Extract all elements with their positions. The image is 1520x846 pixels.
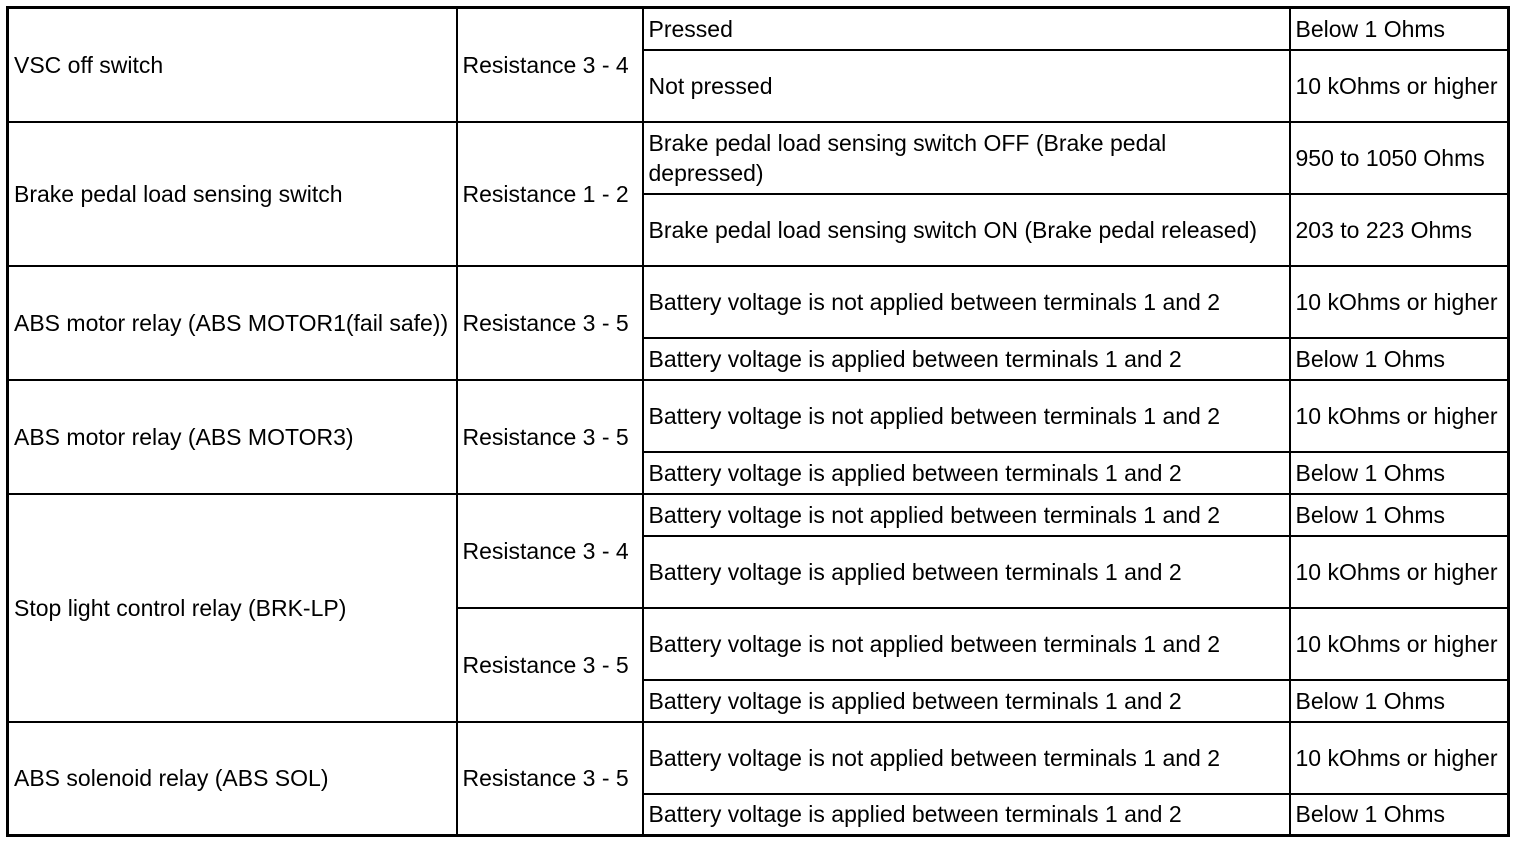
condition-cell: Battery voltage is not applied between t… [641, 378, 1291, 453]
table-row: ABS motor relay (ABS MOTOR3) Resistance … [6, 378, 1510, 495]
spec-cell: 10 kOhms or higher [1288, 48, 1510, 123]
terminal-cell: Resistance 3 - 5 [455, 720, 644, 837]
table-row: Battery voltage is applied between termi… [8, 450, 1510, 495]
spec-cell: 10 kOhms or higher [1288, 720, 1510, 795]
terminal-cell: Resistance 3 - 5 [455, 606, 644, 723]
condition-cell: Battery voltage is applied between termi… [641, 534, 1291, 609]
table-row: Battery voltage is applied between termi… [8, 336, 1510, 381]
spec-cell: Below 1 Ohms [1288, 678, 1510, 723]
spec-cell: Below 1 Ohms [1288, 6, 1510, 51]
condition-cell: Battery voltage is applied between termi… [641, 792, 1291, 837]
spec-cell: Below 1 Ohms [1288, 336, 1510, 381]
spec-cell: 203 to 223 Ohms [1288, 192, 1510, 267]
table-row: Battery voltage is applied between termi… [8, 792, 1510, 837]
condition-cell: Brake pedal load sensing switch ON (Brak… [641, 192, 1291, 267]
component-cell: Stop light control relay (BRK-LP) [6, 492, 458, 723]
condition-cell: Battery voltage is not applied between t… [641, 264, 1291, 339]
condition-cell: Battery voltage is not applied between t… [641, 606, 1291, 681]
condition-cell: Pressed [641, 6, 1291, 51]
condition-cell: Brake pedal load sensing switch OFF (Bra… [641, 120, 1291, 195]
terminal-cell: Resistance 1 - 2 [455, 120, 644, 267]
table-row: Battery voltage is applied between termi… [8, 678, 1510, 723]
terminal-cell: Resistance 3 - 4 [455, 6, 644, 123]
table-row: Resistance 3 - 5 Battery voltage is not … [8, 606, 1510, 723]
spec-cell: 10 kOhms or higher [1288, 378, 1510, 453]
spec-cell: Below 1 Ohms [1288, 450, 1510, 495]
table-row: VSC off switch Resistance 3 - 4 Pressed … [6, 6, 1510, 123]
condition-cell: Battery voltage is applied between termi… [641, 450, 1291, 495]
terminal-cell: Resistance 3 - 5 [455, 264, 644, 381]
table-row: ABS solenoid relay (ABS SOL) Resistance … [6, 720, 1510, 837]
spec-cell: Below 1 Ohms [1288, 792, 1510, 837]
table-row: Stop light control relay (BRK-LP) Resist… [6, 492, 1510, 723]
component-cell: ABS motor relay (ABS MOTOR3) [6, 378, 458, 495]
spec-cell: Below 1 Ohms [1288, 492, 1510, 537]
component-cell: Brake pedal load sensing switch [6, 120, 458, 267]
table-row: Brake pedal load sensing switch ON (Brak… [8, 192, 1510, 267]
component-cell: ABS solenoid relay (ABS SOL) [6, 720, 458, 837]
spec-cell: 950 to 1050 Ohms [1288, 120, 1510, 195]
condition-cell: Battery voltage is applied between termi… [641, 336, 1291, 381]
table-row: ABS motor relay (ABS MOTOR1(fail safe)) … [6, 264, 1510, 381]
spec-cell: 10 kOhms or higher [1288, 606, 1510, 681]
table-row: Not pressed 10 kOhms or higher [8, 48, 1510, 123]
spec-cell: 10 kOhms or higher [1288, 264, 1510, 339]
condition-cell: Battery voltage is applied between termi… [641, 678, 1291, 723]
component-cell: VSC off switch [6, 6, 458, 123]
condition-cell: Not pressed [641, 48, 1291, 123]
component-cell: ABS motor relay (ABS MOTOR1(fail safe)) [6, 264, 458, 381]
terminal-cell: Resistance 3 - 5 [455, 378, 644, 495]
spec-cell: 10 kOhms or higher [1288, 534, 1510, 609]
table-row: Battery voltage is applied between termi… [8, 534, 1510, 609]
condition-cell: Battery voltage is not applied between t… [641, 720, 1291, 795]
table-row: Brake pedal load sensing switch Resistan… [6, 120, 1510, 267]
condition-cell: Battery voltage is not applied between t… [641, 492, 1291, 537]
terminal-cell: Resistance 3 - 4 [455, 492, 644, 609]
resistance-spec-table: VSC off switch Resistance 3 - 4 Pressed … [6, 6, 1510, 837]
